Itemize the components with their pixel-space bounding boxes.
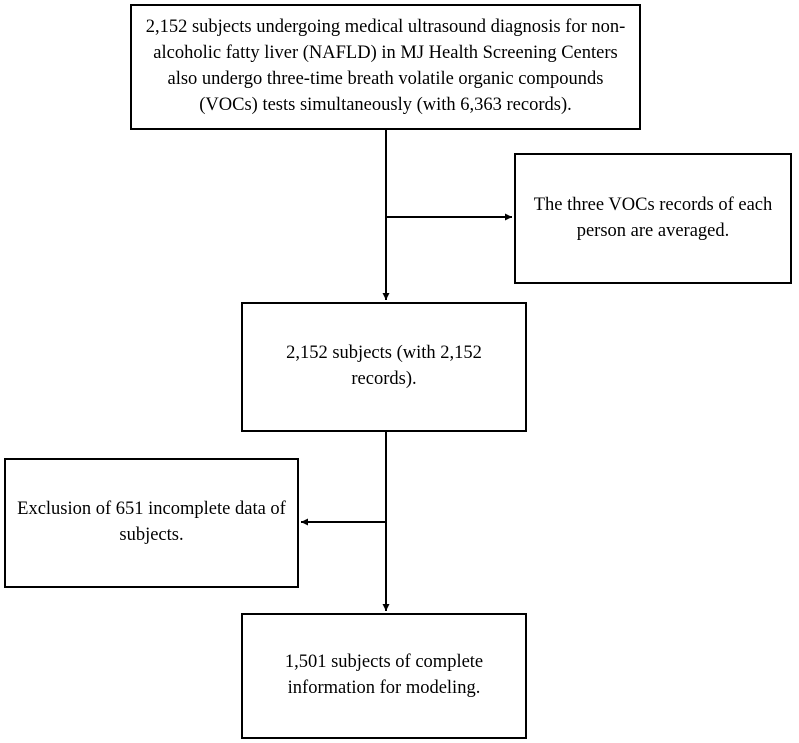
step-averaged-cohort: 2,152 subjects (with 2,152 records). — [241, 302, 527, 432]
step-averaging-text: The three VOCs records of each person ar… — [533, 194, 773, 241]
step-initial-cohort-text: 2,152 subjects undergoing medical ultras… — [145, 17, 626, 115]
step-exclusion: Exclusion of 651 incomplete data of subj… — [4, 458, 299, 588]
step-exclusion-text: Exclusion of 651 incomplete data of subj… — [17, 499, 286, 545]
step-initial-cohort: 2,152 subjects undergoing medical ultras… — [130, 4, 641, 130]
step-final-cohort-text: 1,501 subjects of complete information f… — [284, 652, 484, 698]
step-averaging: The three VOCs records of each person ar… — [514, 153, 792, 284]
step-final-cohort: 1,501 subjects of complete information f… — [241, 613, 527, 739]
step-averaged-cohort-text: 2,152 subjects (with 2,152 records). — [286, 343, 482, 389]
